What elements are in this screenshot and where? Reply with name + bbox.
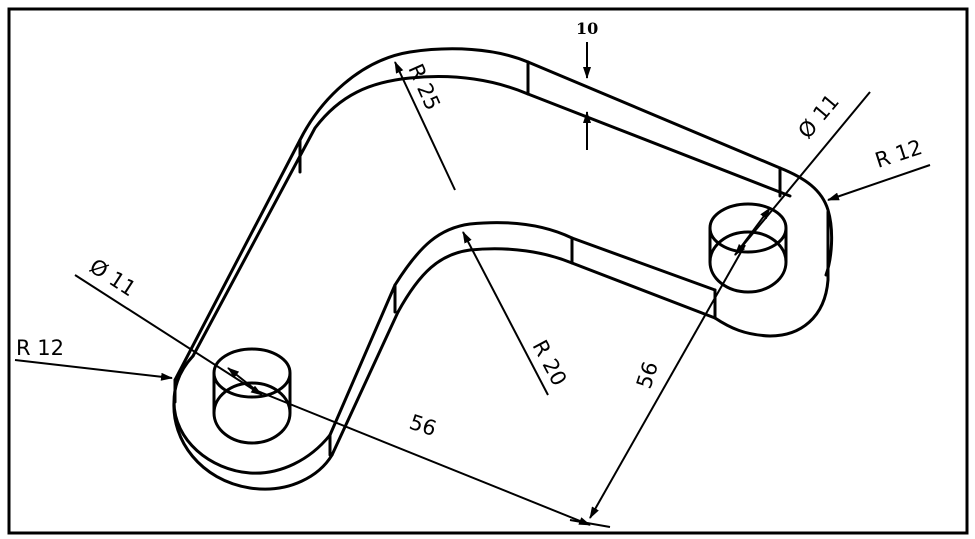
- dimension-phi11-right: Ø 11: [793, 90, 843, 144]
- dimension-56-right: 56: [632, 359, 663, 392]
- dimension-10: 10: [576, 19, 598, 38]
- dimension-r25: R 25: [403, 60, 444, 114]
- hole-right: [708, 202, 788, 294]
- drawing-frame: [7, 7, 969, 535]
- dimension-56-bottom: 56: [406, 410, 439, 441]
- dimension-r12-left: R 12: [16, 336, 64, 360]
- dimension-r12-right: R 12: [872, 135, 925, 173]
- hole-left: [212, 347, 292, 445]
- dimension-r20: R 20: [528, 336, 572, 390]
- dimension-phi11-left: Ø 11: [85, 254, 140, 301]
- part-outline: [172, 47, 834, 491]
- dimension-lines: [14, 42, 931, 528]
